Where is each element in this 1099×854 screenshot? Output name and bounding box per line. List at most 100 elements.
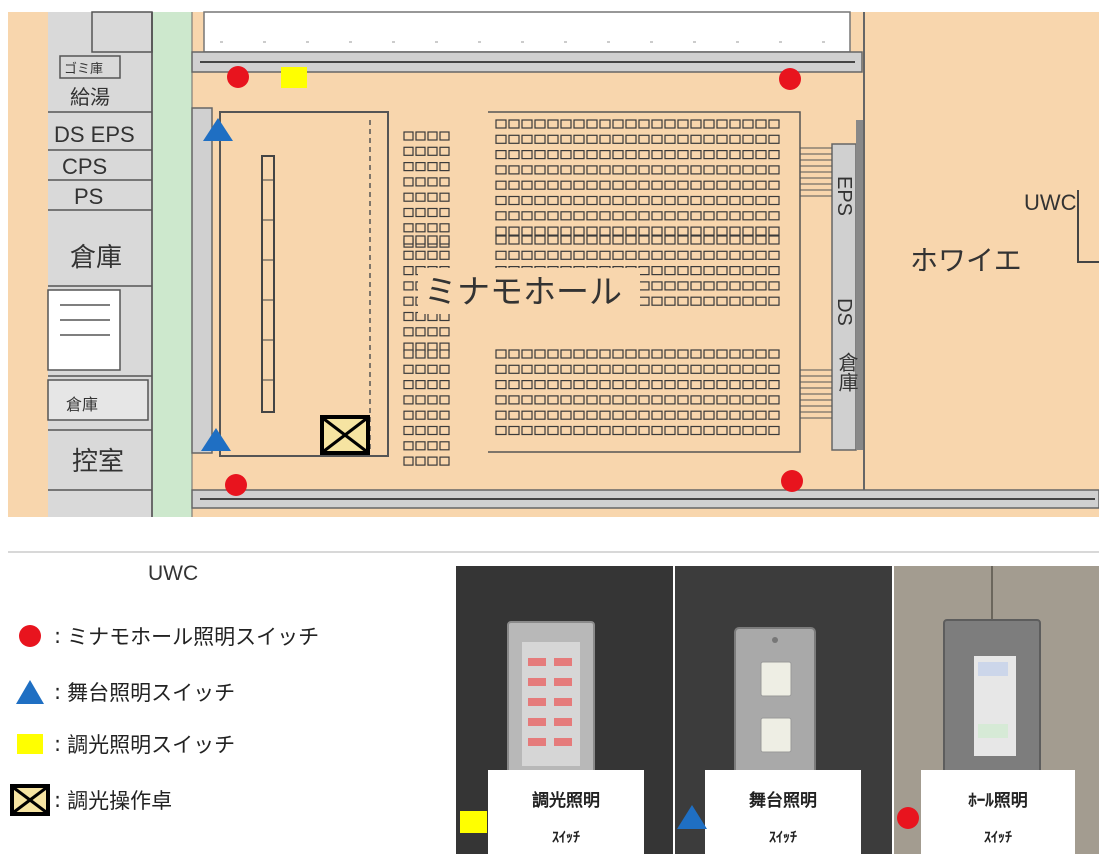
seat bbox=[495, 134, 507, 144]
seat bbox=[560, 226, 572, 236]
seat bbox=[439, 131, 450, 141]
seat bbox=[534, 395, 546, 405]
seat bbox=[664, 250, 676, 260]
seat bbox=[729, 410, 741, 420]
seat bbox=[415, 425, 426, 436]
seat bbox=[495, 195, 507, 206]
room-soko-left: 倉庫 bbox=[70, 242, 122, 272]
seat bbox=[768, 250, 780, 260]
seat bbox=[586, 180, 598, 190]
seat bbox=[612, 364, 624, 374]
seat bbox=[573, 165, 585, 175]
legend-colon: : bbox=[54, 788, 62, 812]
legend-stage-switch: : 舞台照明スイッチ bbox=[10, 672, 235, 712]
legend-hall-switch: : ミナモホール照明スイッチ bbox=[10, 616, 319, 656]
seat bbox=[677, 211, 689, 221]
seat bbox=[638, 380, 650, 390]
seat bbox=[495, 364, 507, 374]
seat bbox=[612, 410, 624, 420]
seat bbox=[742, 119, 754, 129]
seat bbox=[755, 281, 767, 291]
seat bbox=[651, 250, 663, 260]
room-uwc-bottom: UWC bbox=[148, 562, 199, 585]
seat bbox=[690, 266, 702, 276]
seat bbox=[547, 119, 559, 129]
seat bbox=[690, 195, 702, 206]
room-foyer: ホワイエ bbox=[910, 245, 1022, 276]
seat bbox=[612, 226, 624, 236]
seat bbox=[534, 364, 546, 374]
floor-plan: ゴミ庫 給湯 DS EPS CPS PS 倉庫 倉庫 控室 ホワイエ UWC ミ… bbox=[8, 11, 1099, 517]
seat bbox=[599, 150, 611, 160]
seat bbox=[664, 425, 676, 436]
seat bbox=[768, 410, 780, 420]
seat bbox=[625, 180, 637, 190]
seat bbox=[664, 296, 676, 306]
seat bbox=[415, 131, 426, 141]
legend-colon: : bbox=[54, 680, 62, 704]
photo-dimmer-switch: 調光照明 ｽｲｯﾁ bbox=[456, 566, 673, 854]
seat bbox=[729, 226, 741, 236]
seat bbox=[439, 235, 450, 245]
seat bbox=[729, 281, 741, 291]
seat bbox=[664, 349, 676, 359]
seat bbox=[638, 180, 650, 190]
seat bbox=[742, 134, 754, 144]
seat bbox=[573, 235, 585, 245]
seat bbox=[768, 349, 780, 359]
seat bbox=[508, 425, 520, 436]
seat bbox=[599, 425, 611, 436]
map-divider bbox=[8, 551, 1099, 553]
seat bbox=[495, 119, 507, 129]
seat bbox=[573, 425, 585, 436]
seat bbox=[439, 349, 450, 359]
seat bbox=[742, 250, 754, 260]
seat bbox=[690, 180, 702, 190]
seat bbox=[703, 250, 715, 260]
seat bbox=[573, 195, 585, 206]
seat bbox=[521, 119, 533, 129]
seat bbox=[415, 441, 426, 451]
seat bbox=[521, 250, 533, 260]
seat bbox=[690, 410, 702, 420]
legend-colon: : bbox=[54, 624, 62, 648]
seat bbox=[403, 146, 414, 156]
seat bbox=[742, 226, 754, 236]
room-gomi: ゴミ庫 bbox=[64, 61, 103, 76]
seat bbox=[560, 180, 572, 190]
seat bbox=[495, 150, 507, 160]
marker-hall-switch bbox=[227, 66, 249, 88]
seat bbox=[716, 195, 728, 206]
seat bbox=[716, 395, 728, 405]
seat bbox=[703, 281, 715, 291]
caption-line2: ｽｲｯﾁ bbox=[769, 830, 797, 846]
seat bbox=[586, 195, 598, 206]
seat bbox=[599, 226, 611, 236]
seat bbox=[625, 380, 637, 390]
seat bbox=[573, 364, 585, 374]
seat bbox=[703, 226, 715, 236]
seat bbox=[521, 380, 533, 390]
seat bbox=[573, 211, 585, 221]
seat bbox=[755, 226, 767, 236]
seat bbox=[742, 165, 754, 175]
seat bbox=[415, 395, 426, 405]
seat bbox=[403, 235, 414, 245]
room-ds-eps: DS EPS bbox=[54, 122, 135, 147]
seat bbox=[547, 195, 559, 206]
seat bbox=[560, 235, 572, 245]
seat bbox=[755, 180, 767, 190]
seat bbox=[495, 349, 507, 359]
seat bbox=[768, 134, 780, 144]
seat bbox=[534, 195, 546, 206]
seat bbox=[403, 223, 414, 233]
room-hikae: 控室 bbox=[72, 446, 124, 476]
seat bbox=[427, 456, 438, 466]
seat bbox=[664, 281, 676, 291]
seat bbox=[742, 380, 754, 390]
seat bbox=[612, 119, 624, 129]
seat bbox=[664, 235, 676, 245]
seat bbox=[415, 192, 426, 202]
seat bbox=[573, 226, 585, 236]
seat bbox=[508, 235, 520, 245]
